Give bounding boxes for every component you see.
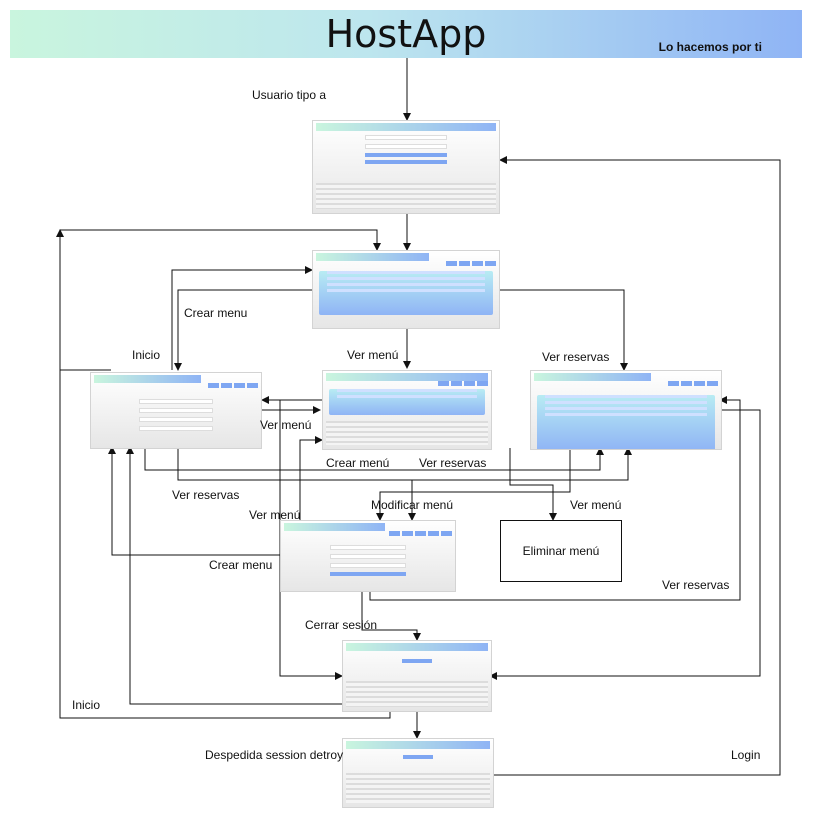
label-despedida: Despedida session detroy — [205, 748, 344, 762]
edge-crear-to-home — [171, 266, 313, 370]
label-crear-menu-1: Crear menu — [184, 306, 248, 320]
label-ver-menu-2: Ver menú — [260, 418, 312, 432]
node-header — [316, 123, 496, 131]
node-despedida-page — [342, 738, 494, 808]
label-ver-reservas-4: Ver reservas — [662, 578, 730, 592]
label-modificar-menu: Modificar menú — [371, 498, 454, 512]
label-crear-menu-3: Crear menu — [209, 558, 273, 572]
label-cerrar-sesion: Cerrar sesión — [305, 618, 378, 632]
eliminar-menu-label: Eliminar menú — [522, 544, 600, 558]
edge-modificar-to-logout — [361, 590, 421, 641]
edge-modificar-to-reservas — [369, 396, 741, 601]
edge-home-to-reservas — [498, 289, 628, 371]
app-title: HostApp — [325, 12, 487, 56]
edge-modificar-to-crear — [108, 446, 280, 556]
label-login: Login — [731, 748, 761, 762]
edge-vermenu-to-eliminar — [509, 448, 557, 521]
edge-modificar-to-vermenu — [299, 436, 323, 520]
edge-logout-to-crear — [126, 446, 342, 705]
label-ver-reservas-3: Ver reservas — [172, 488, 240, 502]
edge-home-to-crear — [174, 289, 312, 371]
label-ver-menu-4: Ver menú — [570, 498, 622, 512]
label-ver-menu-1: Ver menú — [347, 348, 399, 362]
edge-logout-inicio — [56, 229, 391, 719]
node-eliminar-menu: Eliminar menú — [500, 520, 622, 582]
node-ver-menu-page — [322, 370, 492, 450]
edge-crear-to-reservas-1 — [144, 447, 604, 471]
edge-crear-to-reservas-2 — [177, 447, 632, 481]
node-modificar-menu-page — [280, 520, 456, 592]
app-slogan: Lo hacemos por ti — [658, 40, 762, 54]
label-ver-reservas-2: Ver reservas — [419, 456, 487, 470]
edge-despedida-to-login — [492, 156, 781, 776]
label-crear-menu-2: Crear menú — [326, 456, 390, 470]
edge-reservas-to-logout — [489, 409, 761, 680]
label-inicio-2: Inicio — [72, 698, 101, 712]
node-login-page — [312, 120, 500, 214]
node-logout-page — [342, 640, 492, 712]
node-ver-reservas-page — [530, 370, 722, 450]
node-home-page — [312, 250, 500, 329]
label-inicio-1: Inicio — [132, 348, 161, 362]
label-ver-reservas-1: Ver reservas — [542, 350, 610, 364]
header-banner: HostApp Lo hacemos por ti — [10, 10, 802, 58]
edge-reservas-to-modificar — [376, 448, 571, 521]
label-ver-menu-3: Ver menú — [249, 508, 301, 522]
label-usuario-tipo-a: Usuario tipo a — [252, 88, 327, 102]
node-crear-menu-page — [90, 372, 262, 449]
